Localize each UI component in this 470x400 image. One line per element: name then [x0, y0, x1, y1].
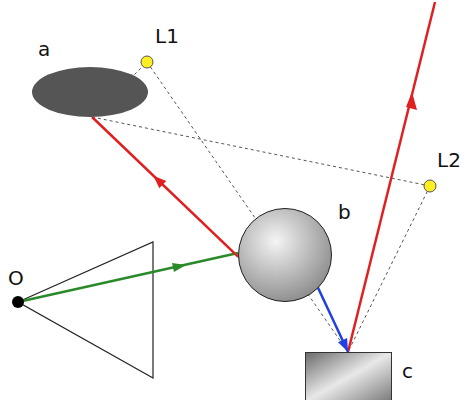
arrow-head — [172, 263, 186, 272]
light-label: L1 — [155, 26, 179, 46]
ellipse-shape — [32, 67, 148, 117]
light-ray — [92, 117, 238, 257]
circle-outline — [239, 209, 332, 302]
arrow-head — [406, 92, 417, 110]
object-label: a — [38, 39, 50, 59]
object-label: c — [402, 361, 413, 381]
light-source — [141, 56, 153, 68]
light-label: L2 — [437, 150, 461, 170]
arrow-head — [338, 338, 348, 352]
eye-label: O — [8, 268, 24, 288]
view-frustum — [18, 242, 153, 378]
rect-shape — [305, 352, 392, 400]
reflected-ray — [348, 2, 435, 352]
arrow-head — [153, 176, 166, 189]
ray-line — [92, 117, 238, 257]
rect-object: c — [305, 352, 392, 400]
eye-point — [12, 296, 24, 308]
ellipse-object: a — [32, 67, 148, 117]
circle-object: b — [238, 208, 332, 302]
rect-outline — [306, 353, 392, 400]
shadow-rays — [92, 62, 430, 352]
object-label: b — [338, 202, 351, 222]
eye-ray — [18, 253, 238, 302]
circle-shape — [238, 208, 332, 302]
light-source — [424, 180, 436, 192]
ellipse-outline — [32, 67, 148, 117]
